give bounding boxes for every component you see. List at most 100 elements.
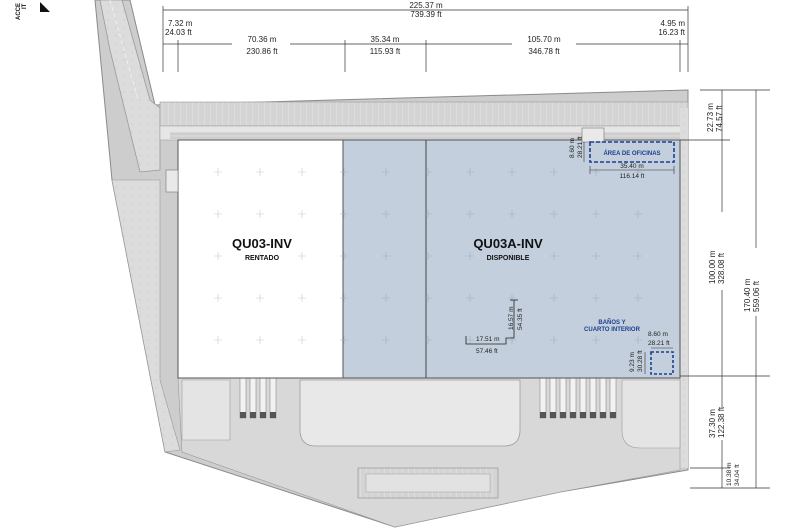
unit-rented-area[interactable] (177, 139, 344, 379)
seg1-m: 70.36 m (248, 35, 277, 44)
grid-cross (550, 336, 558, 344)
right-bottom2-m: 10.38 m (726, 463, 733, 487)
grid-cross (634, 294, 642, 302)
grid-cross (424, 336, 432, 344)
grid-cross (340, 252, 348, 260)
dock-leveler (580, 412, 586, 418)
grid-cross (466, 336, 474, 344)
right-mid-ft: 328.08 ft (717, 252, 726, 284)
grid-cross (298, 294, 306, 302)
grid-cross (508, 336, 516, 344)
right-bottom-ft: 122.38 ft (717, 406, 726, 438)
grid-cross (382, 210, 390, 218)
grid-cross (214, 294, 222, 302)
seg1-ft: 230.86 ft (246, 47, 278, 56)
grid-cross (592, 168, 600, 176)
office-width-m: 35.40 m (620, 163, 644, 170)
grid-cross (424, 294, 432, 302)
grid-cross (634, 168, 642, 176)
grid-cross (340, 294, 348, 302)
grid-cross (298, 252, 306, 260)
entrance-label-2: IT (22, 3, 28, 9)
grid-cross (382, 294, 390, 302)
dock-leveler (550, 412, 556, 418)
restroom-height-m: 9.23 m (629, 352, 636, 372)
restroom-height-ft: 30.28 ft (637, 350, 644, 372)
grid-cross (340, 336, 348, 344)
dock-leveler (570, 412, 576, 418)
grid-cross (382, 252, 390, 260)
restroom-width-m: 8.60 m (648, 331, 668, 338)
office-area[interactable] (589, 141, 675, 163)
grid-cross (508, 252, 516, 260)
office-height-m: 8.60 m (569, 138, 576, 158)
unit-a-status: RENTADO (245, 255, 280, 262)
left-offset-ft: 24.03 ft (165, 28, 192, 37)
grid-cross (466, 294, 474, 302)
bay-width-m: 17.51 m (476, 336, 500, 343)
right-top-ft: 74.57 ft (715, 105, 724, 132)
office-label: ÁREA DE OFICINAS (603, 150, 660, 157)
restroom-width-ft: 28.21 ft (648, 340, 670, 347)
dock-leveler (560, 412, 566, 418)
grid-cross (382, 336, 390, 344)
office-width-ft: 116.14 ft (620, 173, 645, 180)
right-total-m: 170.40 m (743, 278, 752, 312)
grid-cross (634, 210, 642, 218)
bay-height-m: 16.57 m (508, 307, 515, 331)
loading-docks (239, 377, 617, 419)
restroom-area[interactable] (650, 351, 674, 375)
grid-cross (592, 336, 600, 344)
grid-cross (634, 252, 642, 260)
entrance-arrow-icon (40, 2, 50, 12)
guard-booth (165, 169, 179, 193)
grid-cross (592, 294, 600, 302)
bay-height-ft: 54.35 ft (517, 308, 524, 330)
right-offset-m: 4.95 m (661, 19, 686, 28)
grid-cross (298, 168, 306, 176)
top-dimensions (162, 6, 689, 72)
dock-leveler (590, 412, 596, 418)
column-grid (214, 168, 642, 344)
bay-width-ft: 57.46 ft (476, 348, 498, 355)
grid-cross (256, 168, 264, 176)
dock-leveler (240, 412, 246, 418)
grid-cross (466, 210, 474, 218)
grid-cross (466, 168, 474, 176)
seg3-ft: 346.78 ft (528, 47, 560, 56)
dock-leveler (610, 412, 616, 418)
grid-cross (508, 168, 516, 176)
right-mid-m: 100.00 m (708, 250, 717, 284)
right-offset-ft: 16.23 ft (658, 28, 685, 37)
grid-cross (382, 168, 390, 176)
seg2-ft: 115.93 ft (370, 47, 401, 56)
grid-cross (340, 168, 348, 176)
building-footprint (177, 139, 681, 379)
grid-cross (550, 252, 558, 260)
seg3-m: 105.70 m (527, 35, 561, 44)
grid-cross (340, 210, 348, 218)
right-dimensions (680, 89, 770, 489)
grid-cross (466, 252, 474, 260)
grid-cross (550, 294, 558, 302)
grid-cross (508, 294, 516, 302)
right-bottom2-ft: 34.04 ft (734, 464, 741, 486)
grid-cross (256, 252, 264, 260)
seg2-m: 35.34 m (371, 35, 400, 44)
right-bottom-m: 37.30 m (708, 409, 717, 438)
grid-cross (424, 252, 432, 260)
dock-leveler (270, 412, 276, 418)
dock-leveler (600, 412, 606, 418)
total-width-m: 225.37 m (409, 1, 443, 10)
utility-room (581, 127, 605, 143)
grid-cross (256, 210, 264, 218)
unit-a-name: QU03-INV (232, 236, 292, 251)
office-height-ft: 28.21 ft (577, 136, 584, 158)
restroom-label-1: BAÑOS Y (598, 319, 625, 326)
grid-cross (214, 252, 222, 260)
grid-cross (214, 168, 222, 176)
grid-cross (256, 294, 264, 302)
grid-cross (508, 210, 516, 218)
grid-cross (214, 210, 222, 218)
